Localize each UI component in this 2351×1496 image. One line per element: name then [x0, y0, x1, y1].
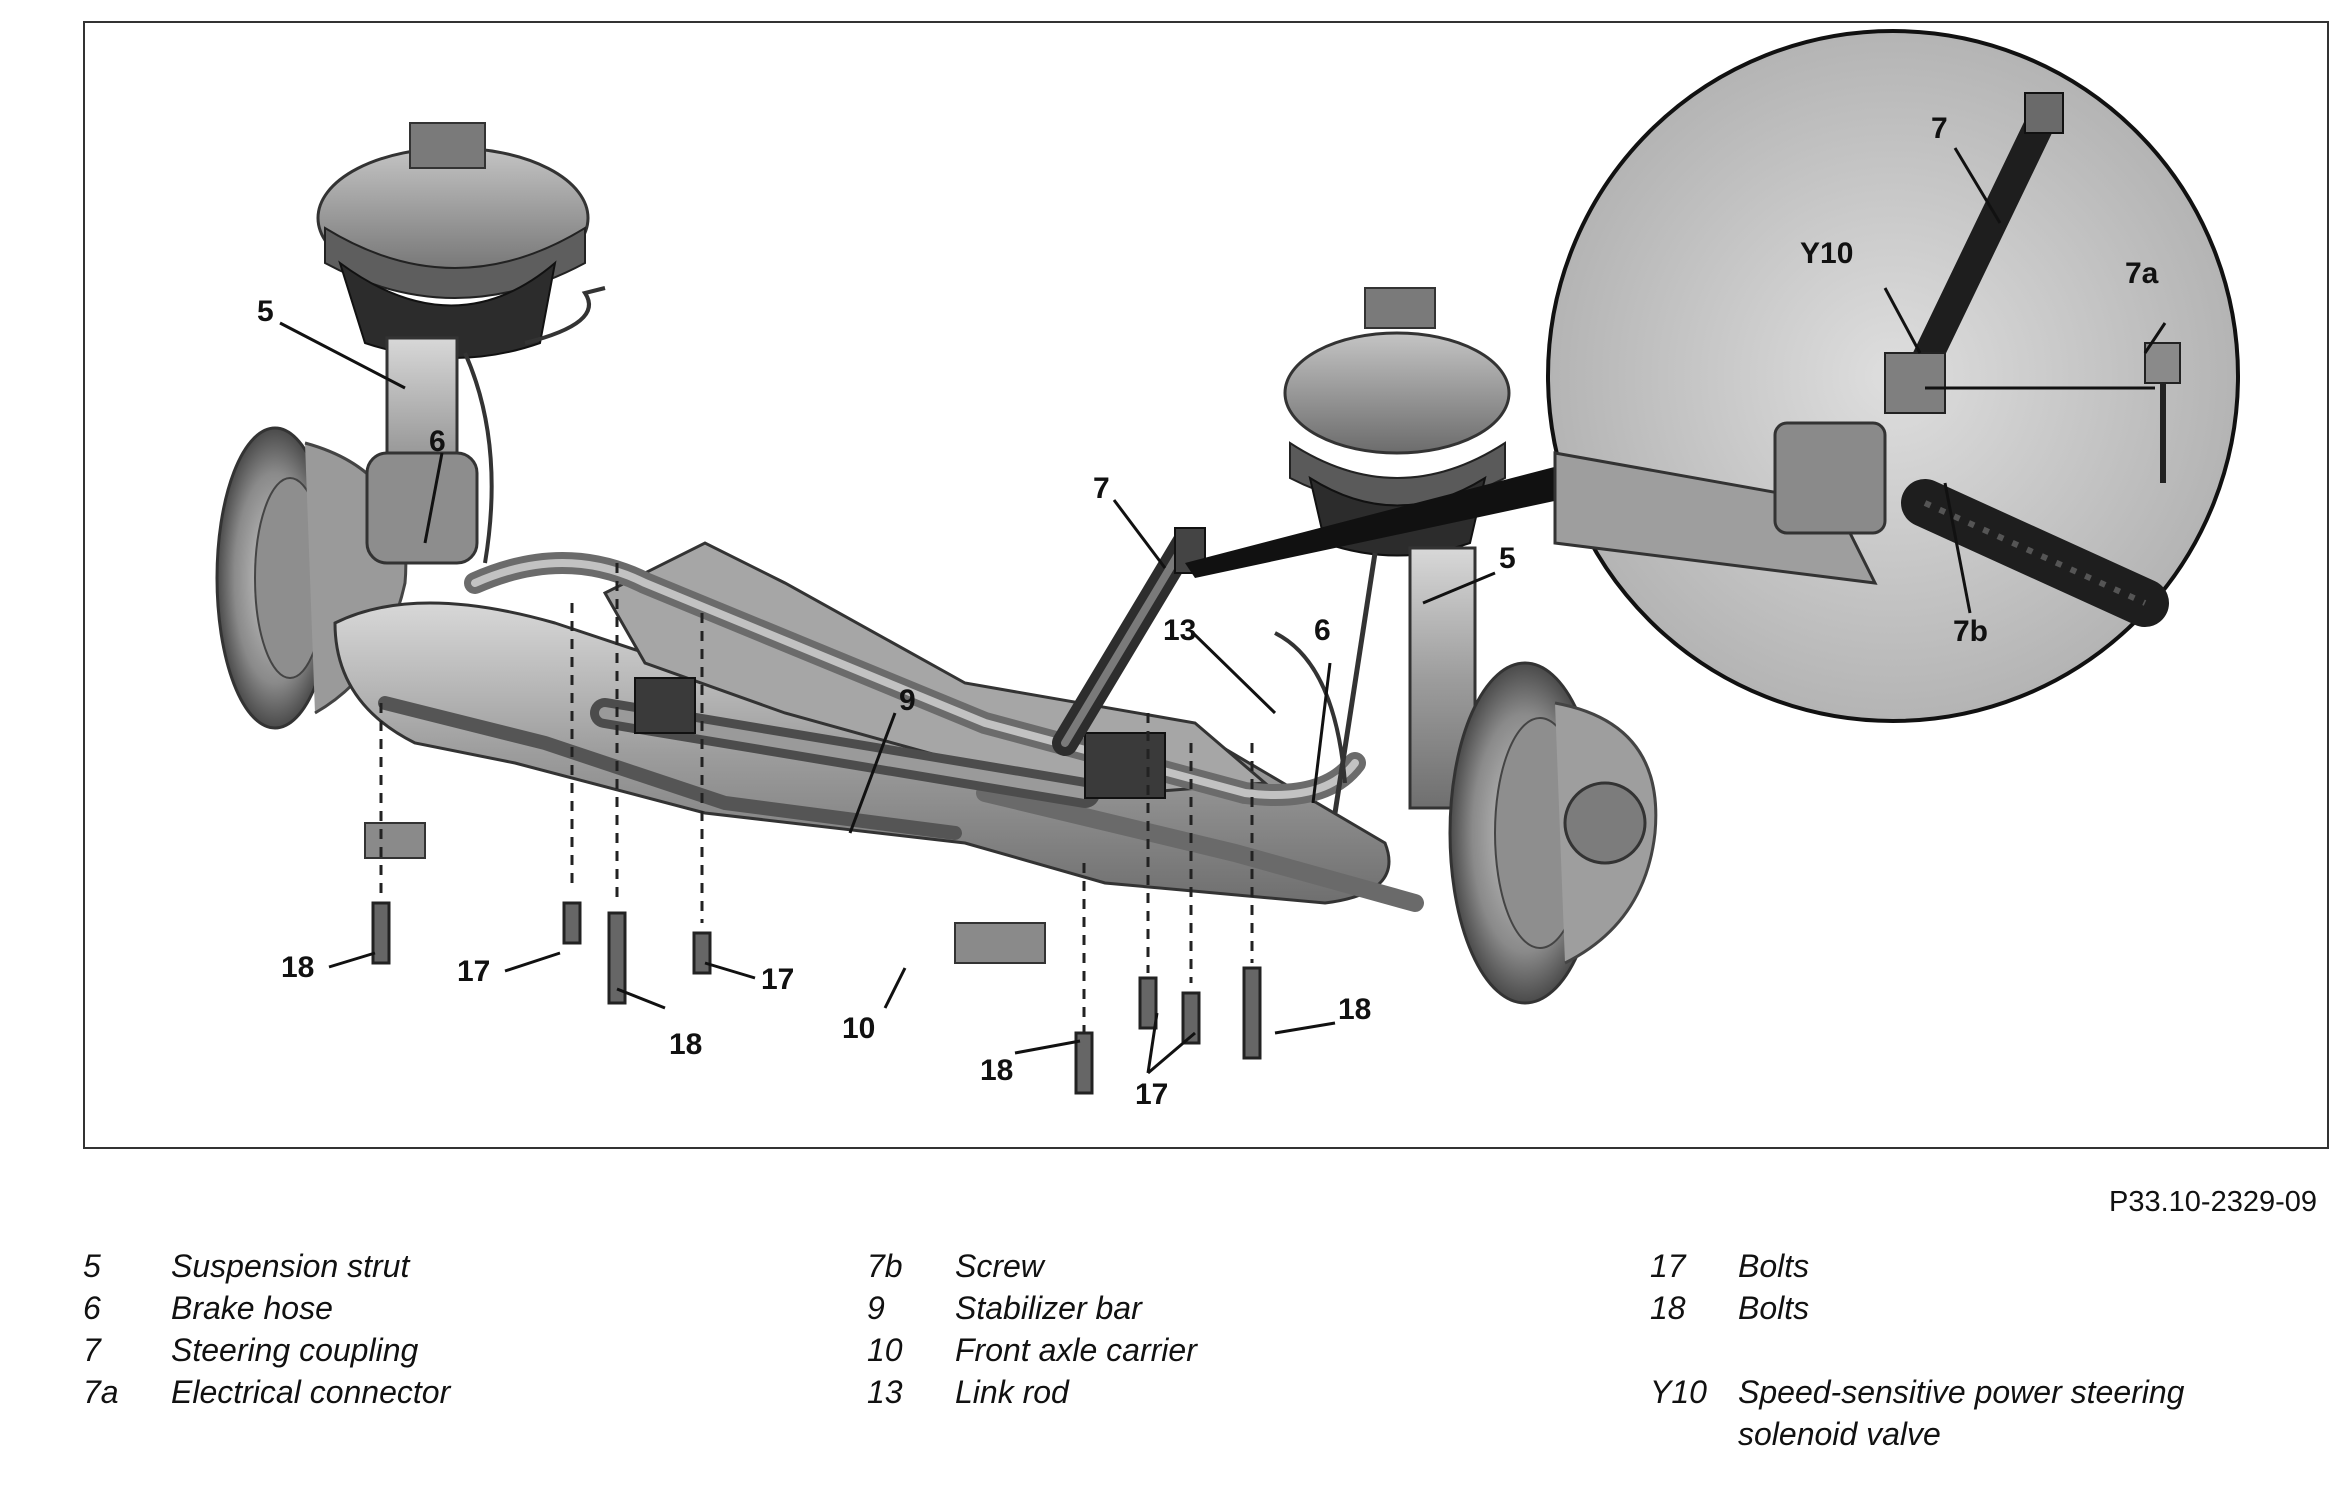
legend-item: 7b Screw: [867, 1245, 1197, 1287]
legend-key: 6: [83, 1290, 101, 1326]
legend-key: 9: [867, 1290, 885, 1326]
stabilizer-bar: [464, 552, 1366, 806]
leader-lines: [279, 321, 1496, 1075]
legend-text: Suspension strut: [171, 1248, 410, 1284]
front-axle-illustration: 5 6 18 17 18 17 9 10 7 13 6 5 18 17 18 7…: [215, 29, 2240, 1111]
left-brake-disc: [215, 426, 408, 730]
callout-inset-7b: 7b: [1953, 615, 1988, 648]
callout-5-left: 5: [257, 295, 274, 328]
bolts: [371, 563, 1262, 1095]
callout-17-b: 17: [761, 963, 794, 996]
callout-7: 7: [1093, 472, 1110, 505]
callout-5-right: 5: [1499, 542, 1516, 575]
legend-column-3: 17 Bolts 18 Bolts Y10 Speed-sensitive po…: [1650, 1245, 2184, 1455]
callout-6-right: 6: [1314, 614, 1331, 647]
legend-text: Front axle carrier: [955, 1332, 1197, 1368]
left-suspension-strut: [316, 122, 606, 565]
legend-key: Y10: [1650, 1374, 1707, 1410]
legend-item: 7a Electrical connector: [83, 1371, 450, 1413]
callout-inset-7a: 7a: [2125, 257, 2159, 290]
legend-item: 5 Suspension strut: [83, 1245, 450, 1287]
callout-9: 9: [899, 684, 916, 717]
legend-text: Steering coupling: [171, 1332, 419, 1368]
figure-frame: 5 6 18 17 18 17 9 10 7 13 6 5 18 17 18 7…: [83, 21, 2329, 1149]
legend-item: 7 Steering coupling: [83, 1329, 450, 1371]
callout-inset-7: 7: [1931, 112, 1948, 145]
legend-item: 6 Brake hose: [83, 1287, 450, 1329]
legend-key: 7b: [867, 1248, 903, 1284]
legend-text: Speed-sensitive power steering solenoid …: [1738, 1371, 2184, 1455]
legend-item: 18 Bolts: [1650, 1287, 2184, 1329]
callout-17-c: 17: [1135, 1078, 1168, 1111]
callout-18-d: 18: [1338, 993, 1371, 1026]
legend-item: 17 Bolts: [1650, 1245, 2184, 1287]
legend-item: 10 Front axle carrier: [867, 1329, 1197, 1371]
legend-text-line-1: Speed-sensitive power steering: [1738, 1374, 2185, 1410]
legend-key: 10: [867, 1332, 903, 1368]
callout-inset-y10: Y10: [1800, 237, 1853, 270]
callout-18-a: 18: [281, 951, 314, 984]
legend-text: Brake hose: [171, 1290, 333, 1326]
figure-code: P33.10-2329-09: [2109, 1186, 2317, 1218]
legend-item: Y10 Speed-sensitive power steering solen…: [1650, 1371, 2184, 1455]
legend-item: 9 Stabilizer bar: [867, 1287, 1197, 1329]
steering-rack: [590, 677, 1166, 808]
legend-key: 7: [83, 1332, 101, 1368]
legend-key: 17: [1650, 1248, 1686, 1284]
legend-text: Stabilizer bar: [955, 1290, 1142, 1326]
legend-key: 13: [867, 1374, 903, 1410]
inset-detail: [1546, 29, 2240, 723]
legend-key: 5: [83, 1248, 101, 1284]
legend-column-2: 7b Screw 9 Stabilizer bar 10 Front axle …: [867, 1245, 1197, 1413]
legend-key: 7a: [83, 1374, 119, 1410]
legend-text: Bolts: [1738, 1290, 1810, 1326]
legend-text: Electrical connector: [171, 1374, 451, 1410]
legend-key: 18: [1650, 1290, 1686, 1326]
legend-item: 13 Link rod: [867, 1371, 1197, 1413]
callout-13: 13: [1163, 614, 1196, 647]
legend-column-1: 5 Suspension strut 6 Brake hose 7 Steeri…: [83, 1245, 450, 1413]
callout-17-a: 17: [457, 955, 490, 988]
callout-6-left: 6: [429, 425, 446, 458]
legend-spacer: [1650, 1329, 2184, 1371]
legend-text: Link rod: [955, 1374, 1069, 1410]
legend-text-line-2: solenoid valve: [1738, 1416, 1941, 1452]
callout-18-c: 18: [980, 1054, 1013, 1087]
right-brake-disc: [1448, 661, 1658, 1005]
callout-10: 10: [842, 1012, 875, 1045]
legend-text: Bolts: [1738, 1248, 1810, 1284]
callout-18-b: 18: [669, 1028, 702, 1061]
legend-text: Screw: [955, 1248, 1044, 1284]
